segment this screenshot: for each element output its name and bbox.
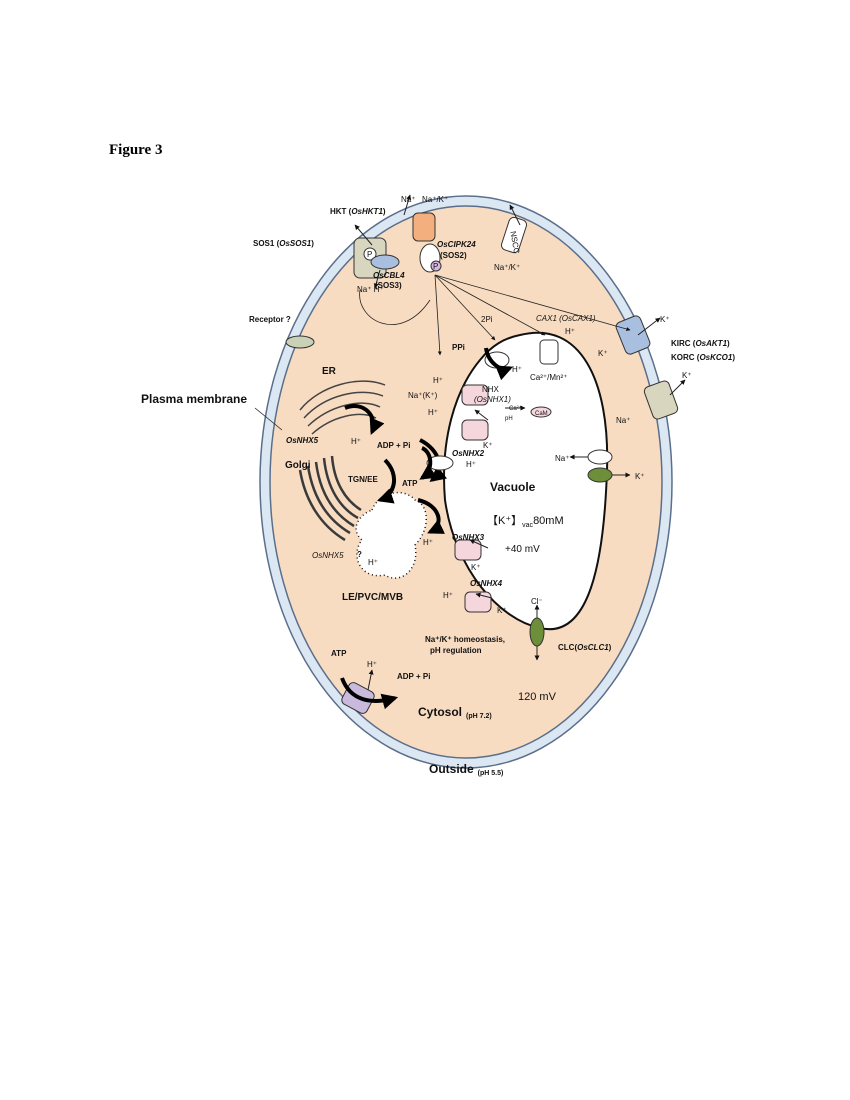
- na-h-label: Na⁺ H⁺: [357, 285, 384, 294]
- oscbl4-label: OsCBL4: [373, 271, 405, 280]
- er-label: ER: [322, 366, 337, 377]
- hkt-label: HKT (OsHKT1): [330, 207, 386, 216]
- adp-pi-label: ADP + Pi: [377, 441, 410, 450]
- le-pvc-label: LE/PVC/MVB: [342, 592, 403, 603]
- osnhx4-label: OsNHX4: [470, 579, 503, 588]
- cax1-label: CAX1 (OsCAX1): [536, 314, 596, 323]
- korc-channel: [643, 380, 679, 420]
- h-nhx4-label: H⁺: [443, 591, 453, 600]
- osnhx2-label: OsNHX2: [452, 449, 485, 458]
- k-akt-inside-label: K⁺: [598, 349, 608, 358]
- ca2-label: Ca²⁺: [509, 405, 522, 412]
- nhx-label: NHX: [482, 385, 500, 394]
- ca-mn-label: Ca²⁺/Mn²⁺: [530, 373, 567, 382]
- korc-label: KORC (OsKCO1): [671, 353, 735, 362]
- osnhx3-label: OsNHX3: [452, 533, 485, 542]
- h-nhx2-label: H⁺: [466, 460, 476, 469]
- sos1-label: SOS1 (OsSOS1): [253, 239, 314, 248]
- k-vac-label: K⁺: [635, 472, 645, 481]
- plasma-membrane-label: Plasma membrane: [141, 392, 247, 406]
- cl-label: Cl⁻: [531, 597, 543, 606]
- cax1-channel: [539, 339, 559, 365]
- na-k-right-label: Na⁺/K⁺: [494, 263, 520, 272]
- golgi-label: Golgi: [285, 460, 311, 471]
- k-vac-transporter: [587, 467, 613, 483]
- homeostasis-line2: pH regulation: [430, 646, 482, 655]
- receptor-label: Receptor ?: [249, 315, 291, 324]
- h-nhx3-label: H⁺: [423, 538, 433, 547]
- k-korc-label: K⁺: [682, 371, 692, 380]
- na-top-label: Na⁺: [401, 195, 415, 204]
- outside-label: Outside(pH 5.5): [429, 762, 503, 777]
- h-le-label: H⁺: [368, 558, 378, 567]
- clc-label: CLC(OsCLC1): [558, 643, 612, 652]
- vacuole: [443, 331, 609, 631]
- k-nhx3-label: K⁺: [471, 563, 481, 572]
- ion-flux-arrows: [354, 194, 686, 691]
- adp-pi-pm-label: ADP + Pi: [397, 672, 430, 681]
- na-vac-label: Na⁺: [555, 454, 569, 463]
- na-vac-transporter: [587, 449, 613, 465]
- na-k-nhx1-label: Na⁺(K⁺): [408, 391, 438, 400]
- k-vac-concentration: 【K⁺】vac80mM: [487, 514, 564, 529]
- atp-mid-label: ATP: [402, 479, 418, 488]
- vatpase-hydrolysis-arrow: [419, 446, 438, 480]
- osnhx1-label: (OsNHX1): [474, 395, 511, 404]
- homeostasis-line1: Na⁺/K⁺ homeostasis,: [425, 635, 505, 644]
- na-korc-label: Na⁺: [616, 416, 630, 425]
- question-mark-label: ?: [357, 550, 362, 559]
- phospho-p2-icon: [430, 260, 442, 272]
- sos3-label: (SOS3): [375, 281, 402, 290]
- h-pm-label: H⁺: [367, 660, 377, 669]
- mv120-label: 120 mV: [518, 691, 557, 703]
- atp-pm-label: ATP: [331, 649, 347, 658]
- receptor: [285, 335, 315, 349]
- h-golgi-label: H⁺: [351, 437, 361, 446]
- le-pvc-organelle: [355, 491, 427, 579]
- cam-protein: [530, 406, 552, 418]
- sos-feedback-loop: [359, 289, 431, 325]
- osnhx5-top-label: OsNHX5: [286, 436, 319, 445]
- h-nhx1-label: H⁺: [433, 376, 443, 385]
- cytosol-label: Cytosol(pH 7.2): [418, 705, 492, 720]
- na-k-top-label: Na⁺/K⁺: [422, 195, 448, 204]
- clc-channel: [529, 617, 545, 647]
- phospho-p2-label: P: [433, 262, 438, 271]
- osnhx-b-channel: [461, 419, 489, 441]
- signaling-arrows: [434, 274, 631, 356]
- k-nhx4-label: K⁺: [497, 606, 507, 615]
- oscipk24-label: OsCIPK24: [437, 240, 476, 249]
- ppase-hydrolysis-arrow: [484, 347, 513, 381]
- osnhx4-channel: [464, 591, 492, 613]
- pm-atpase-hydrolysis-arrow: [340, 677, 399, 710]
- sos2-label: (SOS2): [440, 251, 467, 260]
- nscc-label: NSCC: [508, 230, 521, 254]
- phospho-p1-label: P: [367, 250, 372, 259]
- er-organelle: [299, 380, 386, 435]
- h-cax-label: H⁺: [565, 327, 575, 336]
- osnhx3-channel: [454, 539, 482, 561]
- hkt-channel: [412, 212, 436, 242]
- plasma-membrane-pointer: [254, 407, 283, 431]
- tgn-ee-label: TGN/EE: [348, 475, 378, 484]
- nscc-channel: [500, 216, 528, 254]
- k-nhx2-label: K⁺: [483, 441, 493, 450]
- ppi-label: PPi: [452, 343, 465, 352]
- h-nhx1b-label: H⁺: [428, 408, 438, 417]
- oscbl4-protein: [370, 254, 400, 270]
- twopi-label: 2Pi: [481, 315, 493, 324]
- k-akt-outside-label: K⁺: [660, 315, 670, 324]
- plus40-label: +40 mV: [505, 544, 540, 555]
- golgi-organelle: [298, 455, 362, 542]
- h-ppase-label: H⁺: [512, 365, 522, 374]
- figure-label: Figure 3: [109, 142, 163, 158]
- ph-label: pH: [505, 416, 513, 422]
- cam-label: CaM: [535, 411, 548, 417]
- phospho-p1-icon: [363, 247, 377, 261]
- osnhx5-bottom-label: OsNHX5: [312, 551, 344, 560]
- kirc-label: KIRC (OsAKT1): [671, 339, 730, 348]
- vacuole-label: Vacuole: [490, 480, 536, 494]
- osnhx1-channel: [461, 384, 489, 406]
